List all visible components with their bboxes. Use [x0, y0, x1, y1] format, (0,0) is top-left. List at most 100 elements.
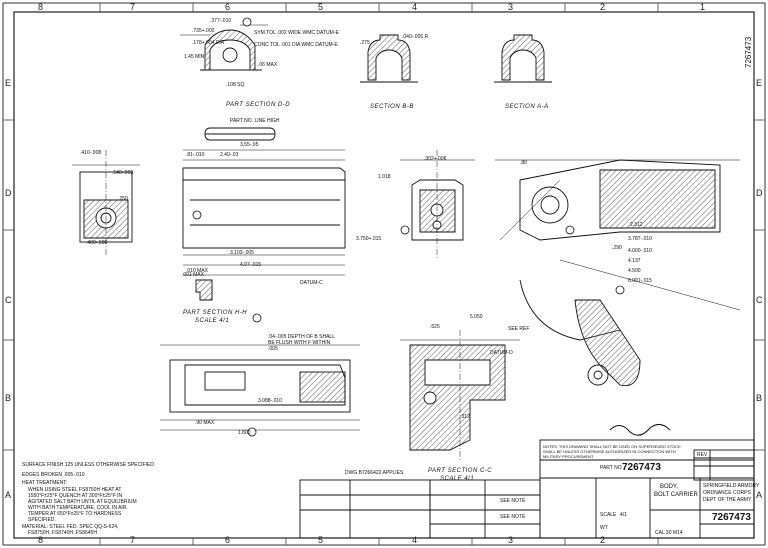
zone-label-3-top: 3 [508, 2, 514, 12]
dimension-label: 1.018 [378, 174, 391, 180]
caliber-label: CAL 30 M14 [655, 530, 683, 536]
zone-label-a-right: A [756, 490, 763, 500]
dimension-label: .108 SQ [226, 82, 245, 88]
dimension-label: 4.000-.010 [628, 248, 652, 254]
dimension-label: 1.45 MIN [184, 54, 205, 60]
heat-treatment-line: AGITATED SALT BATH UNTIL AT EQUILIBRIUM [28, 499, 137, 505]
section-title-aa: SECTION A-A [505, 104, 549, 110]
part-number-label: PART NO [600, 465, 622, 471]
section-title-cc: PART SECTION C-C [428, 468, 493, 474]
heat-treatment-line: WHEN USING STEEL FS8750H HEAT AT [28, 487, 122, 493]
edges-broken-note: EDGES BROKEN .005-.010 [22, 472, 85, 478]
section-title-bb: SECTION B-B [370, 104, 414, 110]
zone-label-b-left: B [5, 393, 12, 403]
zone-label-5-top: 5 [318, 2, 324, 12]
dimension-label: 2.40-.03 [220, 152, 239, 158]
zone-label-1-top: 1 [700, 2, 706, 12]
datum-d-note: DATUM-D [490, 350, 513, 356]
part-number-line-note: PART NO. LINE HIGH [230, 118, 280, 124]
dimension-label: .735+.000 [192, 28, 215, 34]
dimension-label: 3.787-.010 [628, 236, 652, 242]
zone-label-4-top: 4 [412, 2, 418, 12]
zone-label-e-right: E [756, 78, 763, 88]
datum-c-note: DATUM-C [300, 280, 323, 286]
dimension-label: .250 [118, 196, 128, 202]
dimension-label: 3.55-.05 [240, 142, 259, 148]
dimension-label: .010 MAX [186, 268, 208, 274]
zone-label-d-right: D [756, 188, 763, 198]
see-note: SEE NOTE [500, 498, 526, 504]
part-title: BODY, [660, 484, 678, 490]
zone-label-3-bottom: 3 [508, 535, 514, 545]
heat-treatment-title: HEAT TREATMENT: [22, 480, 68, 486]
dimension-label: 3.750+.015 [356, 236, 382, 242]
dimension-label: 4.500 [628, 268, 641, 274]
zone-label-2-bottom: 2 [600, 535, 606, 545]
zone-label-2-top: 2 [600, 2, 606, 12]
reference-note: NOTES: THIS DRAWING SHALL NOT BE USED ON… [543, 444, 681, 459]
dimension-label: .040-.005 R [402, 34, 429, 40]
dimension-label: .001 MAX [182, 272, 204, 278]
part-title: BOLT CARRIER [654, 492, 698, 498]
dimension-label: 4.137 [628, 258, 641, 264]
dimension-label: .81-.010 [186, 152, 205, 158]
zone-label-d-left: D [5, 188, 12, 198]
zone-label-8-bottom: 8 [38, 535, 44, 545]
depth-flush-note: .04-.005 DEPTH OF B SHALL BE FLUSH WITH … [268, 334, 335, 352]
heat-treatment-line: WITH BATH TEMPERATURE. COOL IN AIR. [28, 505, 128, 511]
dimension-label: .90 MAX [195, 420, 215, 426]
zone-label-5-bottom: 5 [318, 535, 324, 545]
dimension-label: 5.050 [470, 314, 483, 320]
dimension-label: .275 [360, 40, 370, 46]
dimension-label: .06 MAX [258, 62, 278, 68]
material-note: FS8750H, FS8740H, FS8645H [28, 530, 97, 536]
dimension-label: 1.800 [238, 430, 251, 436]
zone-label-e-left: E [5, 78, 12, 88]
zone-label-6-top: 6 [225, 2, 231, 12]
dimension-label: .540-.008 [112, 170, 134, 176]
dimension-label: .377-.010 [210, 18, 232, 24]
zone-label-8-top: 8 [38, 2, 44, 12]
zone-label-c-left: C [5, 295, 12, 305]
revision-label: REV [697, 452, 708, 458]
dimension-label: .312 [460, 414, 470, 420]
concentricity-tolerance-note: CONC TOL .001 DIA WMC DATUM-E [254, 42, 338, 48]
see-note: SEE NOTE [500, 514, 526, 520]
surface-finish-note: SURFACE FINISH 125 UNLESS OTHERWISE SPEC… [22, 462, 154, 468]
zone-label-7-bottom: 7 [130, 535, 136, 545]
agency-name: ORDNANCE CORPS [703, 490, 751, 496]
dimension-label: 4.07-.015 [240, 262, 262, 268]
part-number: 7267473 [622, 462, 661, 473]
dimension-label: .178+.004 DIA [192, 40, 225, 46]
dimension-label: 2.312 [630, 222, 643, 228]
applicable-drawing-note: DWG B7266422 APPLIES [345, 470, 404, 476]
dimension-label: .290 [612, 245, 622, 251]
zone-label-7-top: 7 [130, 2, 136, 12]
section-scale-cc: SCALE 4/1 [440, 476, 475, 482]
dimension-label: .80 [520, 160, 527, 166]
zone-label-4-bottom: 4 [412, 535, 418, 545]
heat-treatment-line: SPECIFIED. [28, 517, 56, 523]
dimension-label: 6.001-.015 [628, 278, 652, 284]
scale-value: 4/1 [620, 512, 627, 518]
drawing-number-side: 7267473 [744, 36, 753, 68]
section-title-hh: PART SECTION H-H [183, 310, 248, 316]
dimension-label: .302+.006 [424, 156, 447, 162]
zone-label-6-bottom: 6 [225, 535, 231, 545]
heat-treatment-line: 1550°F±25°F QUENCH AT 300°F±25°F IN [28, 493, 123, 499]
scale-label: SCALE [600, 512, 617, 518]
section-title-dd: PART SECTION D-D [226, 102, 291, 108]
dimension-label: 3.088-.010 [258, 398, 282, 404]
zone-label-b-right: B [756, 393, 763, 403]
dimension-label: SEE REF [508, 326, 530, 332]
agency-name: SPRINGFIELD ARMORY [703, 483, 760, 489]
symmetry-tolerance-note: SYM TOL .002 WIDE WMC DATUM-E [254, 30, 339, 36]
drawing-number: 7267473 [712, 512, 751, 523]
dimension-label: 3.103-.005 [230, 250, 254, 256]
dimension-label: .625 [430, 324, 440, 330]
dimension-label: .400-.008 [86, 240, 108, 246]
heat-treatment-line: TEMPER AT 650°F±25°F TO HARDNESS [28, 511, 122, 517]
agency-name: DEPT OF THE ARMY [703, 497, 752, 503]
